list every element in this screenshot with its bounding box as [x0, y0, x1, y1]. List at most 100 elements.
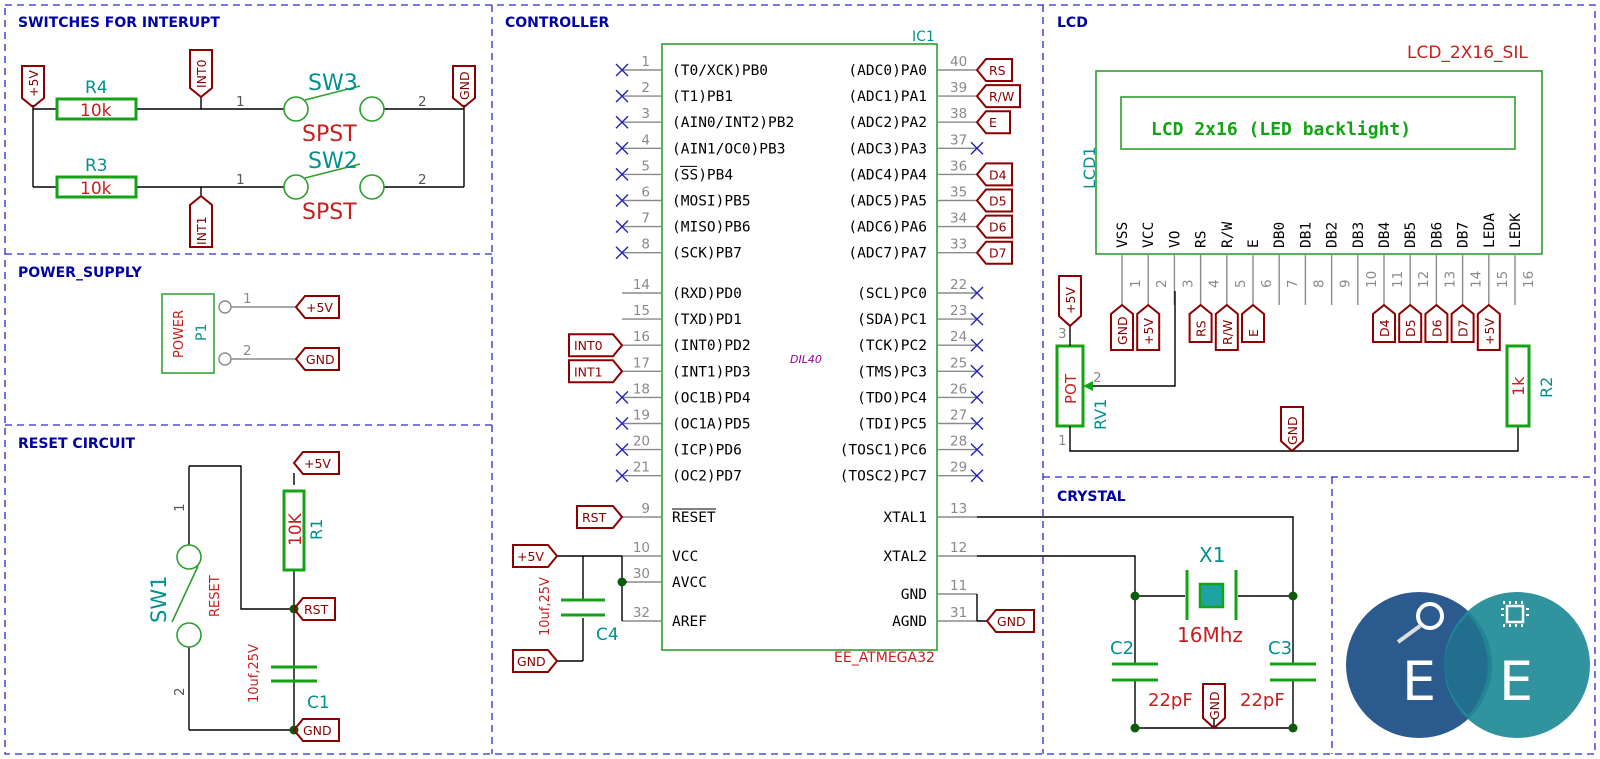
net-label-ctrl-agnd: GND: [985, 609, 1035, 633]
lcd-pin-name: DB4: [1377, 222, 1393, 248]
svg-text:GND: GND: [303, 723, 332, 738]
ic-pin-name: XTAL1: [883, 510, 927, 526]
ic-pin-name: GND: [901, 587, 927, 603]
no-connect-icon: [970, 364, 984, 378]
no-connect-icon: [615, 194, 629, 207]
svg-text:+5V: +5V: [1063, 287, 1078, 314]
lcd-screen: [1120, 96, 1516, 150]
svg-text:INT0: INT0: [574, 338, 603, 353]
rv1-ref: RV1: [1091, 399, 1110, 430]
ic-pin-name: (OC2)PD7: [672, 469, 742, 485]
lcd-pin-number: 4: [1207, 279, 1223, 288]
svg-text:R/W: R/W: [1220, 320, 1235, 345]
lcd-section: LCD_2X16_SIL LCD 2x16 (LED backlight) LC…: [1055, 43, 1556, 453]
sw2-value: SPST: [302, 200, 357, 225]
svg-text:D5: D5: [1403, 319, 1418, 337]
wire-reset: [189, 465, 295, 731]
lcd-pin-number: 11: [1390, 271, 1406, 288]
net-label-ctrl-5v: +5V: [512, 544, 559, 568]
ic-pin-number: 15: [633, 303, 650, 319]
ic-pin-name: (TOSC1)PC6: [840, 443, 927, 459]
lcd-pin-number: 3: [1180, 279, 1196, 288]
ic-pin-name: (ADC5)PA5: [848, 194, 927, 210]
lcd-body: [1095, 70, 1543, 255]
net-label-lcd-gnd: GND: [1280, 406, 1304, 453]
sw3-ref: SW3: [308, 71, 358, 96]
section-title-power: POWER_SUPPLY: [18, 265, 143, 281]
net-label-ic-pa: D4: [975, 162, 1013, 187]
no-connect-icon: [970, 443, 984, 457]
svg-text:D7: D7: [1456, 319, 1471, 337]
lcd-pin-name: R/W: [1220, 222, 1236, 248]
sw1-ref: SW1: [147, 576, 171, 623]
ic-pin-number: 37: [950, 132, 967, 148]
ic-pin-name: (MOSI)PB5: [672, 194, 751, 210]
lcd-pin-name: DB3: [1351, 222, 1367, 248]
svg-text:GND: GND: [457, 71, 472, 100]
wire-r4-sw3: [136, 97, 284, 110]
chip-icon: [1501, 601, 1529, 627]
no-connect-icon: [615, 141, 629, 155]
wire-xtal2: [977, 555, 1136, 596]
lcd-pin-number: 8: [1311, 279, 1327, 288]
ic-pin-name: (AIN1/OC0)PB3: [672, 141, 786, 157]
svg-text:+5V: +5V: [1141, 318, 1156, 345]
no-connect-icon: [615, 246, 629, 260]
svg-text:RS: RS: [1194, 320, 1209, 337]
ic-pin-number: 3: [641, 106, 650, 122]
no-connect-icon: [615, 167, 629, 181]
wire-5v-bus: [32, 105, 57, 188]
ic1-body: [661, 43, 938, 651]
net-label-5v: +5V: [21, 65, 45, 109]
no-connect-icon: [970, 469, 984, 483]
svg-text:+5V: +5V: [306, 300, 333, 315]
no-connect-icon: [970, 417, 984, 430]
ic-pin-number: 32: [633, 605, 650, 621]
ic-pin-name: (TOSC2)PC7: [840, 469, 927, 485]
net-label-power-gnd: GND: [294, 347, 340, 371]
sw2-ref: SW2: [308, 149, 358, 174]
net-label-power-5v: +5V: [294, 295, 340, 319]
ic1-ref: IC1: [912, 29, 935, 45]
ic-pin-name: AREF: [672, 614, 707, 630]
resistor-r1: [282, 489, 306, 572]
ic-pin-number: 16: [633, 329, 650, 345]
ic-pin-name: (T0/XCK)PB0: [672, 63, 768, 79]
section-title-switches: SWITCHES FOR INTERUPT: [18, 15, 220, 31]
wire-sw-gnd: [384, 105, 465, 188]
section-title-crystal: CRYSTAL: [1057, 489, 1126, 505]
rv1-pin1: 1: [1058, 433, 1067, 449]
lcd-pin-number: 12: [1416, 271, 1432, 288]
x1-ref: X1: [1199, 543, 1225, 567]
net-label-reset-5v: +5V: [292, 451, 340, 475]
switch-sw1: [171, 544, 202, 648]
ic-pin-name: (TMS)PC3: [857, 364, 927, 380]
ic-pin-number: 27: [950, 408, 967, 424]
magnifier-icon: [1416, 602, 1444, 630]
svg-text:GND: GND: [306, 352, 335, 367]
ic-pin-number: 25: [950, 355, 967, 371]
ic-pin-name: (SCL)PC0: [857, 286, 927, 302]
svg-text:D6: D6: [989, 220, 1007, 235]
net-label-lcd-pin: +5V: [1476, 303, 1501, 351]
section-title-lcd: LCD: [1057, 15, 1088, 31]
rv1-value: POT: [1062, 373, 1080, 404]
ic-pin-name: (ADC0)PA0: [848, 63, 927, 79]
lcd-pin-name: DB6: [1429, 222, 1445, 248]
ic-pin-name: (INT0)PD2: [672, 338, 751, 354]
net-label-lcd-5v: +5V: [1058, 275, 1082, 328]
no-connect-icon: [615, 220, 629, 234]
section-title-controller: CONTROLLER: [505, 15, 610, 31]
ic-pin-number: 31: [950, 605, 967, 621]
lcd-pin-name: VCC: [1141, 222, 1157, 248]
ic-pin-number: 29: [950, 460, 967, 476]
no-connect-icon: [615, 390, 629, 404]
ic-pin-number: 30: [633, 566, 650, 582]
power-section: POWER P1 1 2 +5V GND: [161, 291, 340, 374]
ic-pin-number: 33: [950, 237, 967, 253]
ic-pin-number: 1: [641, 54, 650, 70]
ic-pin-name: (SS)PB4: [672, 167, 733, 183]
switch-sw2: [283, 163, 385, 200]
r4-ref: R4: [85, 78, 108, 98]
ic-pin-number: 9: [641, 501, 650, 517]
